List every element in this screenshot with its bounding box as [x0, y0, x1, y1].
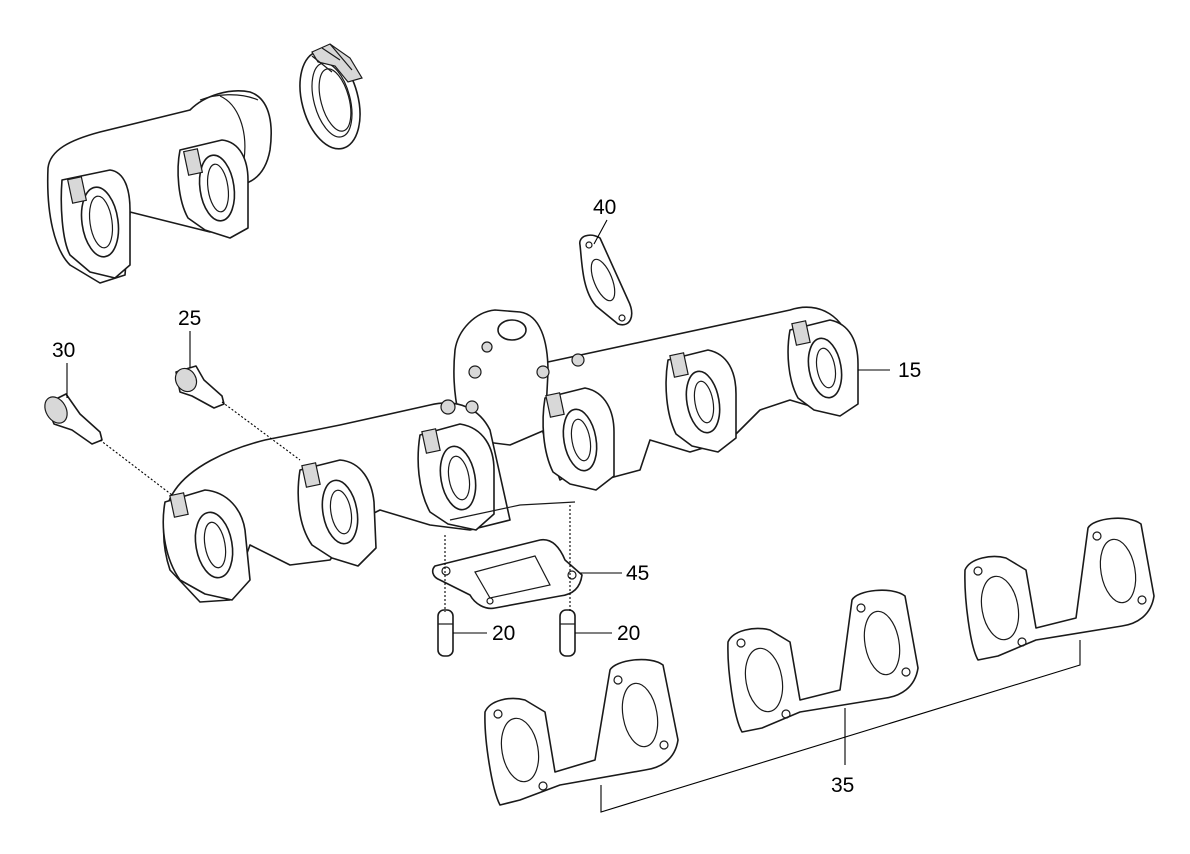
bolt-30: [44, 393, 103, 445]
callout-20-right: 20: [617, 622, 640, 645]
gasket-45: [431, 538, 583, 610]
exhaust-manifold-15: [162, 306, 859, 603]
callout-25: 25: [178, 307, 201, 330]
stud-20-right: [559, 609, 576, 657]
gasket-35-rear: [964, 517, 1155, 661]
callout-labels: 40 15 45 20 20 25 30 35: [52, 196, 921, 797]
callout-20-left: 20: [492, 622, 515, 645]
callout-15: 15: [898, 359, 921, 382]
callout-35: 35: [831, 774, 854, 797]
stud-20-left: [437, 609, 454, 657]
manifold-front-section: [46, 90, 272, 284]
gasket-35-front: [484, 658, 679, 806]
gasket-35-middle: [727, 589, 919, 733]
gasket-40: [579, 234, 633, 326]
callout-30: 30: [52, 339, 75, 362]
bolt-25: [174, 365, 225, 409]
leader-lines: [66, 219, 1081, 813]
callout-45: 45: [626, 562, 649, 585]
callout-40: 40: [593, 196, 616, 219]
v-band-clamp: [299, 43, 363, 150]
